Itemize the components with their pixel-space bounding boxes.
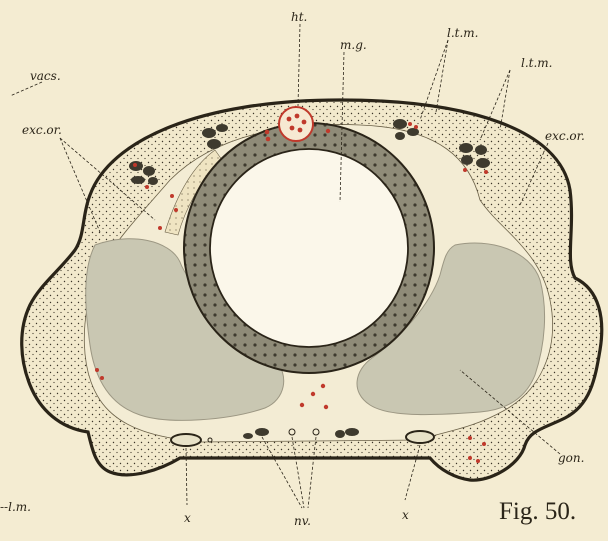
label-duct-left: x — [184, 511, 191, 525]
label-excretory-left: exc.or. — [22, 123, 62, 137]
label-muscle-1: l.t.m. — [447, 26, 478, 40]
label-gonad: gon. — [558, 451, 584, 465]
label-midgut: m.g. — [340, 38, 367, 52]
label-muscle-layer: --l.m. — [0, 500, 31, 514]
heart — [279, 107, 313, 141]
duct-left — [171, 434, 201, 446]
label-vacuoles: vacs. — [30, 69, 61, 83]
figure-number: Fig. 50. — [499, 498, 576, 525]
label-nerves: nv. — [294, 514, 311, 528]
label-muscle-2: l.t.m. — [521, 56, 552, 70]
label-duct-right: x — [402, 508, 409, 522]
duct-right — [406, 431, 434, 443]
label-heart: ht. — [291, 10, 307, 24]
label-excretory-right: exc.or. — [545, 129, 585, 143]
midgut-lumen — [210, 149, 408, 347]
